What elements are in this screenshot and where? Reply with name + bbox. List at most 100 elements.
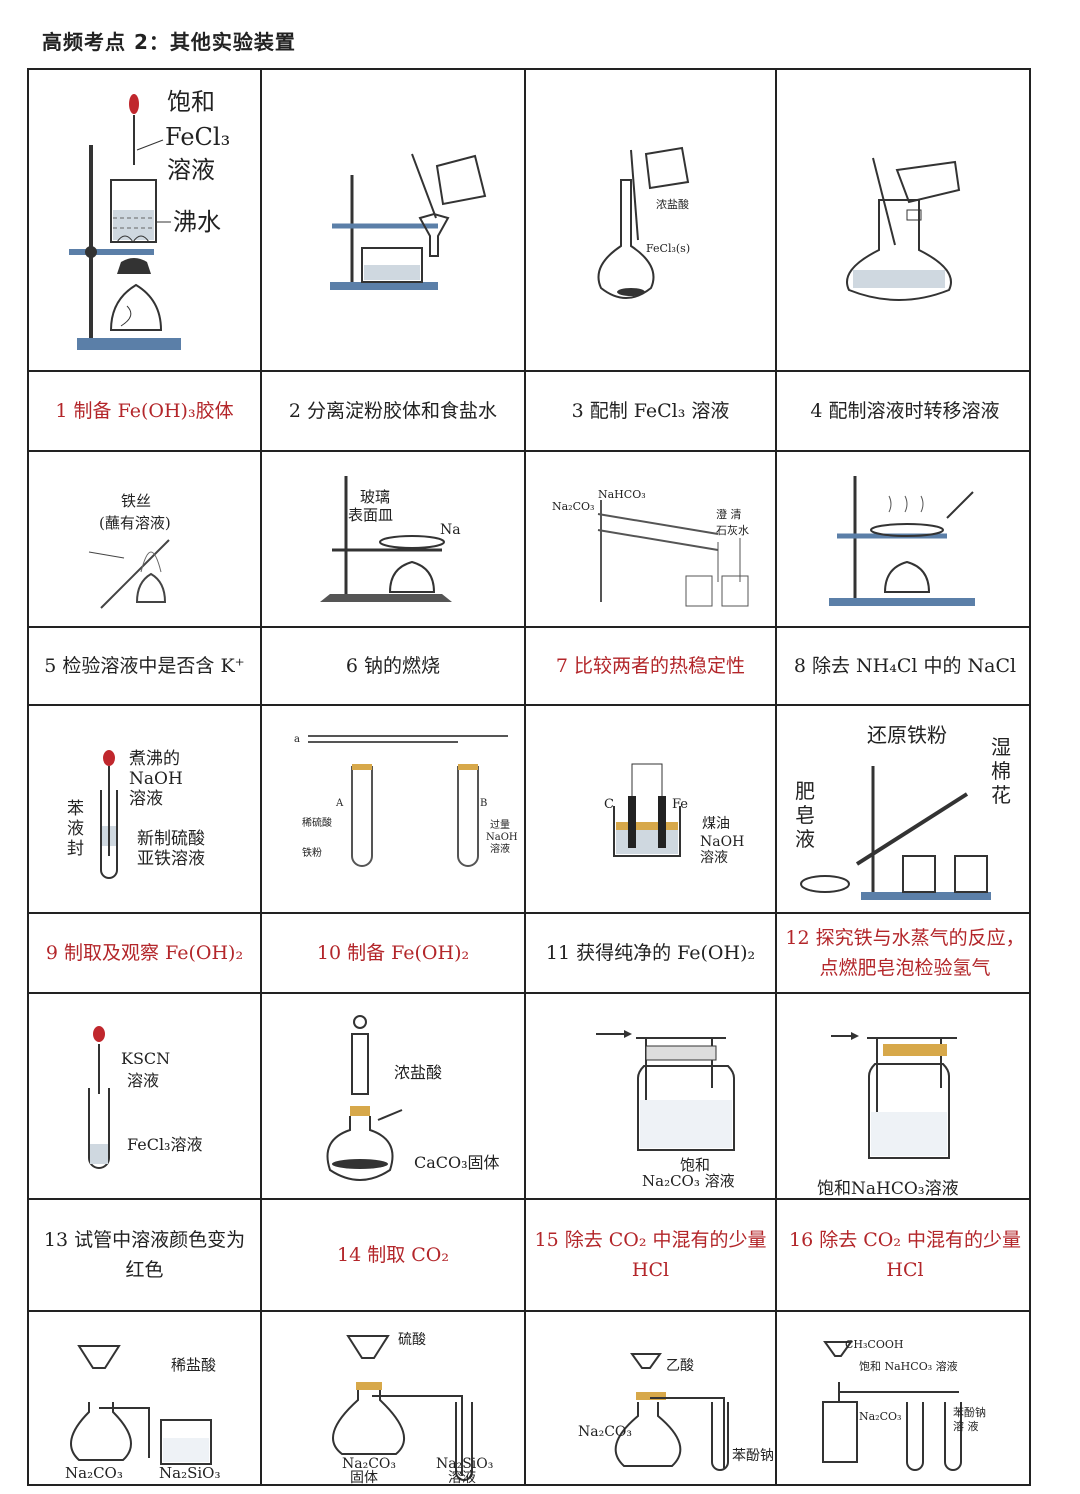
caption-11: 11 获得纯净的 Fe(OH)₂ — [545, 941, 756, 964]
caption-5: 5 检验溶液中是否含 K⁺ — [44, 654, 245, 677]
svg-text:固体: 固体 — [350, 1470, 378, 1486]
svg-text:稀硫酸: 稀硫酸 — [302, 816, 332, 829]
svg-text:湿: 湿 — [991, 735, 1011, 759]
svg-text:乙酸: 乙酸 — [666, 1358, 694, 1374]
svg-text:FeCl₃: FeCl₃ — [165, 123, 230, 151]
caption-9: 9 制取及观察 Fe(OH)₂ — [45, 941, 244, 964]
diagram-acid-compare-h2so4: 硫酸 Na₂CO₃ 固体 Na₂SiO₃ 溶液 — [262, 1312, 524, 1486]
svg-text:Na₂CO₃: Na₂CO₃ — [552, 500, 594, 513]
svg-text:溶液: 溶液 — [129, 789, 163, 809]
svg-text:玻璃: 玻璃 — [360, 488, 390, 506]
diagram-acid-compare-three: CH₃COOH 饱和 NaHCO₃ 溶液 Na₂CO₃ 苯酚钠 溶 液 — [777, 1312, 1033, 1486]
svg-text:饱和: 饱和 — [167, 88, 215, 116]
svg-text:溶液: 溶液 — [700, 850, 728, 866]
svg-text:Na₂CO₃ 溶液: Na₂CO₃ 溶液 — [642, 1172, 735, 1190]
diagram-kscn-test: KSCN 溶液 FeCl₃溶液 — [29, 994, 260, 1198]
svg-text:饱和 NaHCO₃ 溶液: 饱和 NaHCO₃ 溶液 — [859, 1359, 958, 1373]
svg-text:封: 封 — [67, 839, 84, 859]
diagram-transfer-solution — [777, 70, 1033, 370]
svg-text:(蘸有溶液): (蘸有溶液) — [99, 514, 171, 532]
diagram-flame-test: 铁丝 (蘸有溶液) — [29, 452, 260, 626]
svg-text:溶 液: 溶 液 — [953, 1419, 979, 1433]
caption-16: 16 除去 CO₂ 中混有的少量 HCl — [788, 1228, 1022, 1281]
diagram-acid-compare-acetic: 乙酸 Na₂CO₃ 苯酚钠 — [526, 1312, 775, 1486]
svg-text:苯酚钠: 苯酚钠 — [953, 1405, 986, 1419]
svg-text:Na₂SiO₃: Na₂SiO₃ — [436, 1456, 493, 1472]
svg-text:石灰水: 石灰水 — [716, 523, 749, 537]
caption-12: 12 探究铁与水蒸气的反应，点燃肥皂泡检验氢气 — [785, 926, 1025, 979]
svg-text:Na₂CO₃: Na₂CO₃ — [65, 1464, 123, 1482]
svg-text:澄 清: 澄 清 — [716, 507, 742, 521]
diagram-prepare-fecl3: 浓盐酸 FeCl₃(s) — [526, 70, 775, 370]
svg-text:花: 花 — [991, 783, 1011, 807]
svg-text:NaOH: NaOH — [129, 769, 183, 789]
svg-text:液: 液 — [67, 819, 84, 839]
svg-text:液: 液 — [795, 827, 815, 851]
diagram-remove-hcl-na2co3: 饱和 Na₂CO₃ 溶液 — [526, 994, 775, 1198]
caption-7: 7 比较两者的热稳定性 — [555, 654, 746, 677]
svg-text:Na₂CO₃: Na₂CO₃ — [859, 1410, 901, 1423]
svg-text:Na: Na — [440, 522, 461, 538]
caption-8: 8 除去 NH₄Cl 中的 NaCl — [793, 654, 1017, 677]
svg-text:Na₂SiO₃: Na₂SiO₃ — [159, 1464, 220, 1482]
svg-text:a: a — [294, 734, 300, 745]
diagram-pure-fe-oh2: C Fe 煤油 NaOH 溶液 — [526, 706, 775, 912]
caption-13: 13 试管中溶液颜色变为红色 — [43, 1228, 246, 1281]
svg-text:亚铁溶液: 亚铁溶液 — [137, 849, 205, 869]
svg-text:过量: 过量 — [490, 818, 510, 831]
svg-text:沸水: 沸水 — [173, 208, 221, 236]
svg-text:Na₂CO₃: Na₂CO₃ — [342, 1456, 396, 1472]
svg-text:皂: 皂 — [795, 803, 815, 827]
svg-text:NaOH: NaOH — [486, 832, 518, 843]
svg-text:溶液: 溶液 — [127, 1071, 159, 1090]
caption-4: 4 配制溶液时转移溶液 — [810, 399, 1000, 422]
diagram-remove-nacl — [777, 452, 1033, 626]
svg-text:CaCO₃固体: CaCO₃固体 — [414, 1153, 500, 1172]
svg-text:表面皿: 表面皿 — [348, 506, 393, 524]
diagram-fe-oh3-colloid: 饱和 FeCl₃ 溶液 沸水 — [29, 70, 260, 370]
caption-6: 6 钠的燃烧 — [345, 654, 441, 677]
svg-text:饱和NaHCO₃溶液: 饱和NaHCO₃溶液 — [817, 1179, 959, 1198]
page-title: 高频考点 2：其他实验装置 — [42, 30, 296, 54]
diagram-dialysis-separation — [262, 70, 524, 370]
svg-text:棉: 棉 — [991, 759, 1011, 783]
caption-1: 1 制备 Fe(OH)₃胶体 — [55, 399, 234, 422]
caption-10: 10 制备 Fe(OH)₂ — [316, 941, 470, 964]
svg-text:煤油: 煤油 — [702, 816, 730, 832]
svg-text:NaHCO₃: NaHCO₃ — [598, 488, 646, 501]
svg-text:溶液: 溶液 — [167, 156, 215, 184]
caption-15: 15 除去 CO₂ 中混有的少量 HCl — [534, 1228, 767, 1281]
svg-text:铁丝: 铁丝 — [121, 492, 151, 510]
diagram-prepare-co2: 浓盐酸 CaCO₃固体 — [262, 994, 524, 1198]
diagram-fe-oh2-observe: 煮沸的 NaOH 溶液 苯 液 封 新制硫酸 亚铁溶液 — [29, 706, 260, 912]
svg-text:稀盐酸: 稀盐酸 — [171, 1356, 216, 1374]
svg-text:Na₂CO₃: Na₂CO₃ — [578, 1424, 632, 1440]
diagram-remove-hcl-nahco3: 饱和NaHCO₃溶液 — [777, 994, 1033, 1198]
svg-text:还原铁粉: 还原铁粉 — [867, 723, 947, 747]
diagram-fe-steam: 还原铁粉 湿 棉 花 肥 皂 液 — [777, 706, 1033, 912]
svg-text:浓盐酸: 浓盐酸 — [656, 197, 689, 211]
svg-text:Fe: Fe — [672, 797, 688, 812]
diagram-prepare-fe-oh2: a A B 稀硫酸 铁粉 过量 NaOH 溶液 — [262, 706, 524, 912]
svg-text:煮沸的: 煮沸的 — [129, 749, 180, 769]
diagram-thermal-stability: Na₂CO₃ NaHCO₃ 澄 清 石灰水 — [526, 452, 775, 626]
svg-text:苯酚钠: 苯酚钠 — [732, 1447, 774, 1464]
svg-text:浓盐酸: 浓盐酸 — [394, 1063, 442, 1082]
svg-text:FeCl₃溶液: FeCl₃溶液 — [127, 1135, 202, 1154]
svg-text:KSCN: KSCN — [121, 1049, 170, 1068]
svg-text:A: A — [335, 798, 344, 809]
experiment-table: 饱和 FeCl₃ 溶液 沸水 浓盐酸 FeCl₃(s) — [27, 68, 1031, 1486]
svg-text:肥: 肥 — [795, 779, 815, 803]
caption-3: 3 配制 FeCl₃ 溶液 — [571, 399, 730, 422]
diagram-acid-compare-hcl: 稀盐酸 Na₂CO₃ Na₂SiO₃ — [29, 1312, 260, 1486]
svg-text:CH₃COOH: CH₃COOH — [845, 1338, 903, 1351]
svg-text:NaOH: NaOH — [700, 834, 744, 850]
svg-text:溶液: 溶液 — [490, 842, 510, 855]
svg-text:铁粉: 铁粉 — [302, 846, 322, 859]
diagram-sodium-burn: 玻璃 表面皿 Na — [262, 452, 524, 626]
svg-text:苯: 苯 — [67, 799, 84, 819]
svg-text:FeCl₃(s): FeCl₃(s) — [646, 242, 690, 255]
svg-text:饱和: 饱和 — [680, 1156, 710, 1174]
svg-text:C: C — [604, 797, 614, 812]
svg-text:溶液: 溶液 — [448, 1470, 476, 1486]
